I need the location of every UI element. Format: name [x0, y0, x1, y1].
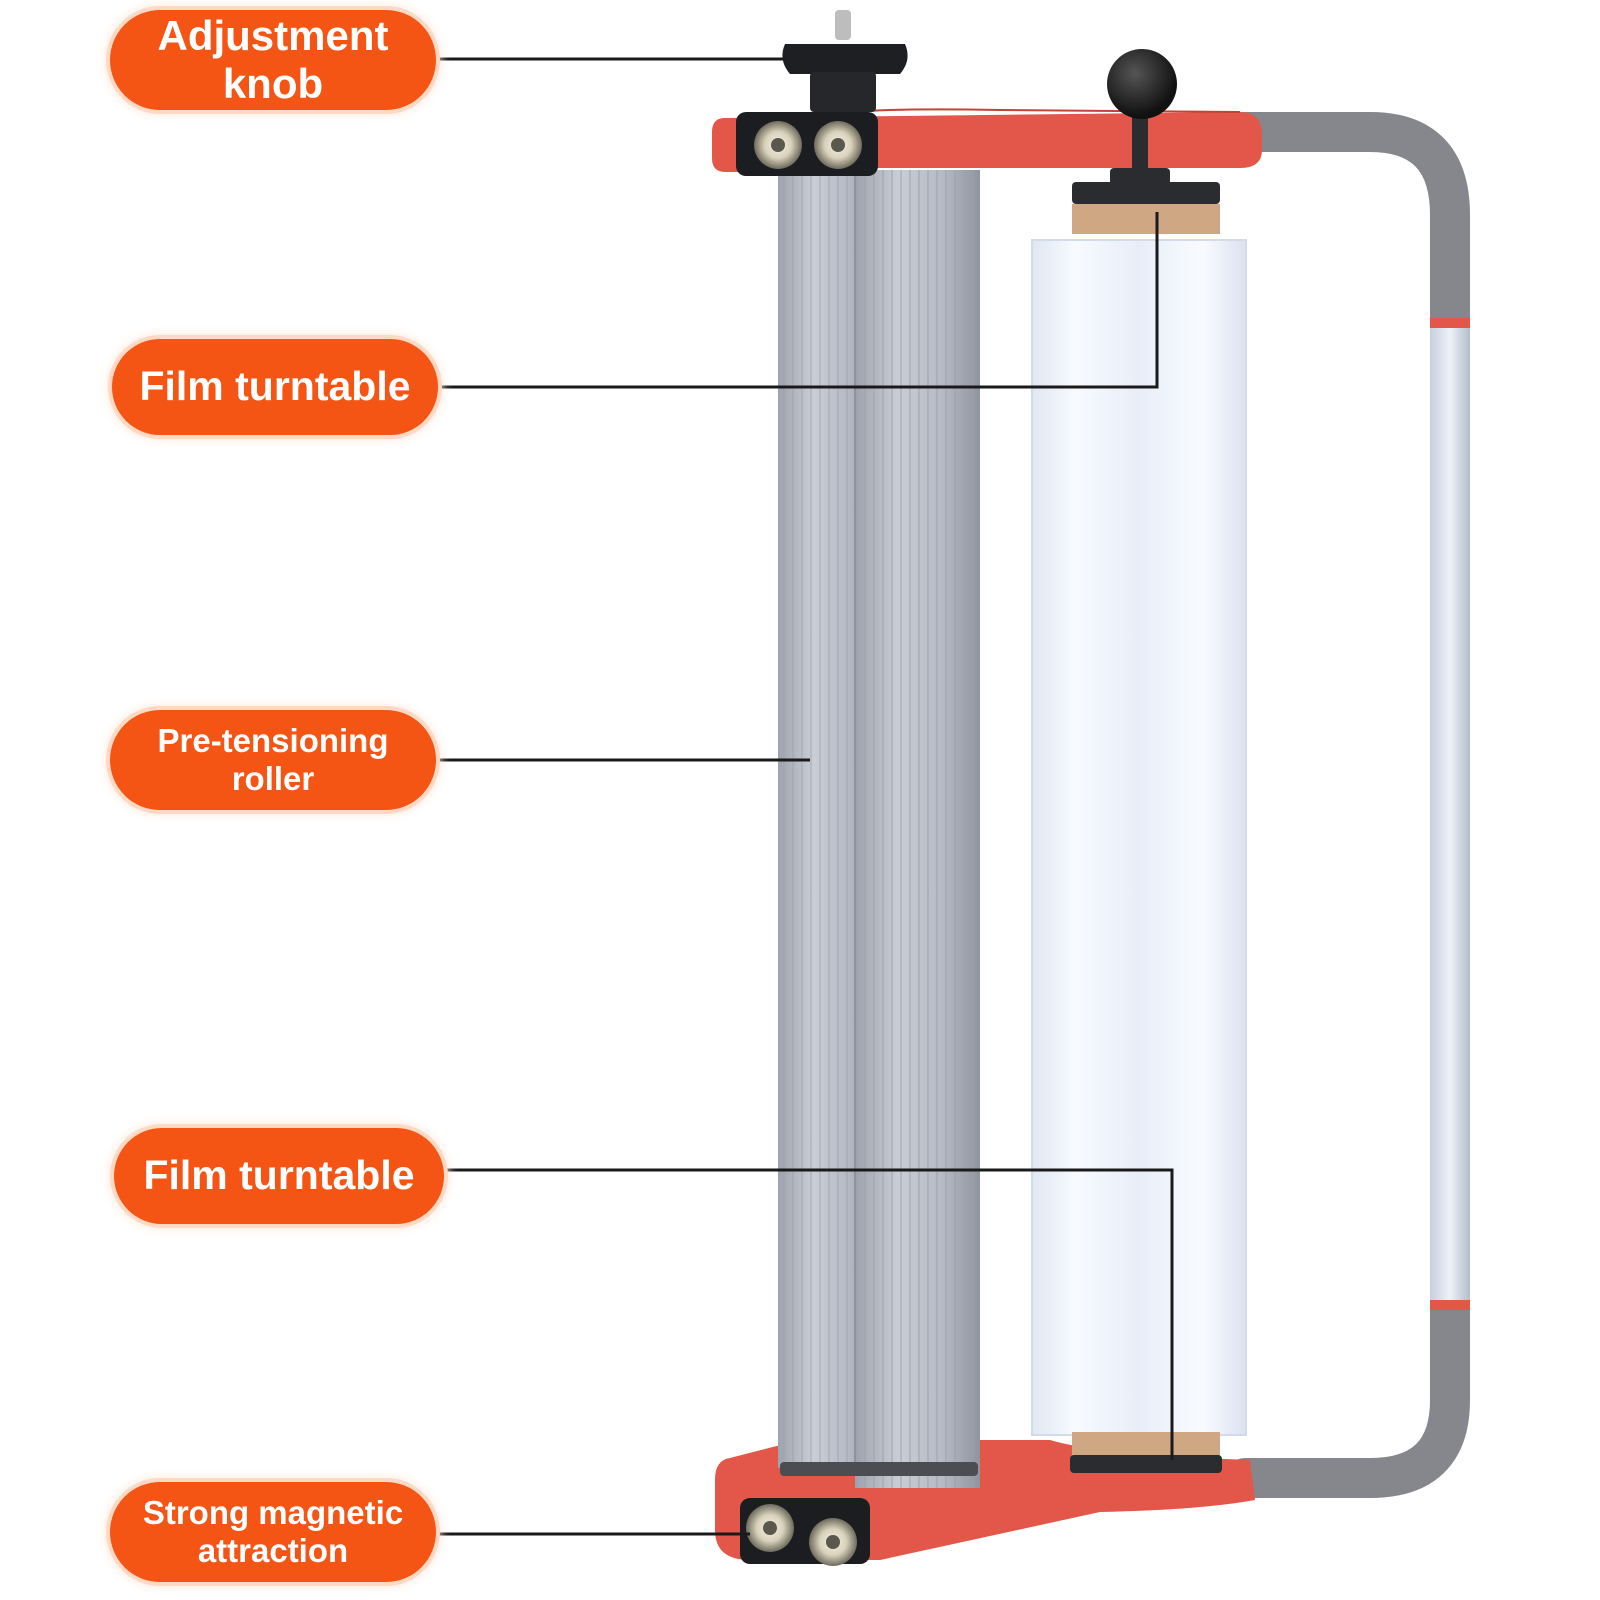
callout-pre-tensioning-roller: Pre-tensioning roller [110, 710, 436, 810]
callout-adjustment-knob-line-2: knob [222, 60, 324, 107]
leader-line-film-turntable-bottom [446, 1168, 1174, 1460]
callout-film-turntable-bottom: Film turntable [114, 1128, 444, 1224]
callout-film-turntable-top-text: Film turntable [139, 363, 411, 410]
film-roll [1031, 182, 1247, 1473]
callout-strong-magnetic-attraction-line-1: Strong magnetic [142, 1494, 404, 1532]
callout-strong-magnetic-attraction-line-2: attraction [197, 1532, 349, 1569]
callout-film-turntable-top: Film turntable [112, 339, 438, 435]
handle-frame [1220, 112, 1470, 1498]
leader-lines [436, 57, 1174, 1536]
leader-line-film-turntable-top [438, 212, 1159, 389]
callout-film-turntable-bottom-text: Film turntable [143, 1152, 415, 1199]
callout-strong-magnetic-attraction: Strong magnetic attraction [110, 1482, 436, 1582]
pre-tensioning-rollers [778, 170, 980, 1488]
top-magnet-block [736, 112, 878, 176]
turntable-shaft-knob [1107, 49, 1177, 192]
callout-pre-tensioning-roller-line-1: Pre-tensioning [157, 722, 389, 760]
callout-pre-tensioning-roller-line-2: roller [231, 760, 315, 797]
callout-adjustment-knob: Adjustment knob [110, 10, 436, 110]
bottom-magnet-block [740, 1498, 870, 1566]
callout-adjustment-knob-line-1: Adjustment [157, 11, 389, 59]
adjustment-knob-graphic [782, 10, 908, 112]
